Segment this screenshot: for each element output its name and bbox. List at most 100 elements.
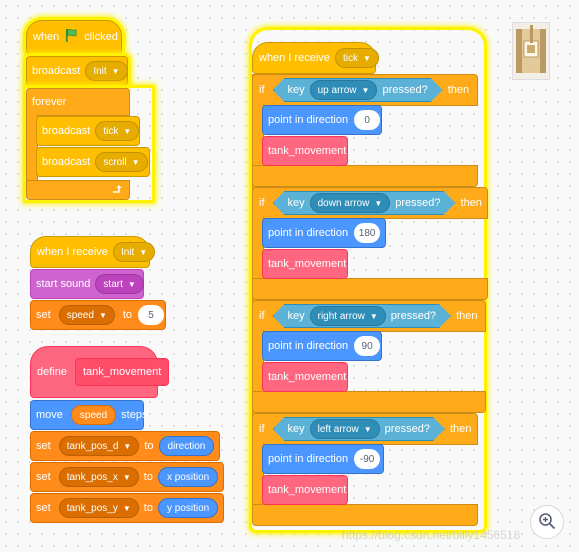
move-steps-block[interactable]: move speed steps xyxy=(30,400,147,430)
forever-footer[interactable] xyxy=(26,180,130,200)
variable-dropdown[interactable]: tank_pos_x ▼ xyxy=(58,467,139,487)
when-receive-hat[interactable]: when I receive Init ▼ xyxy=(30,236,156,268)
broadcast-init-block[interactable]: broadcast Init ▼ xyxy=(26,56,128,86)
if-header[interactable]: if key right arrow ▼ pressed? then xyxy=(252,300,486,332)
pressed-label: pressed? xyxy=(384,423,430,435)
procedure-call-label: tank_movement xyxy=(268,484,347,496)
message-dropdown[interactable]: Init ▼ xyxy=(112,242,156,262)
x-position-reporter[interactable]: x position xyxy=(157,467,219,487)
set-label: set xyxy=(36,440,51,452)
zoom-in-button[interactable] xyxy=(530,505,564,539)
point-label: point in direction xyxy=(268,227,349,239)
tank-movement-call-block[interactable]: tank_movement xyxy=(262,362,348,392)
dropdown-value: scroll xyxy=(103,156,127,168)
if-right-arrow-block[interactable]: if key right arrow ▼ pressed? then point… xyxy=(252,300,486,413)
then-label: then xyxy=(456,310,478,322)
tank-movement-call-block[interactable]: tank_movement xyxy=(262,475,348,505)
key-pressed-condition[interactable]: key down arrow ▼ pressed? xyxy=(273,191,456,215)
chevron-down-icon: ▼ xyxy=(361,85,370,95)
tank-movement-call-block[interactable]: tank_movement xyxy=(262,136,348,166)
when-flag-clicked-hat[interactable]: when clicked xyxy=(26,20,122,54)
set-tank-pos-y-block[interactable]: set tank_pos_y ▼ to y position xyxy=(30,493,224,523)
key-dropdown[interactable]: left arrow ▼ xyxy=(310,419,380,439)
set-tank-pos-x-block[interactable]: set tank_pos_x ▼ to x position xyxy=(30,462,224,492)
if-header[interactable]: if key down arrow ▼ pressed? then xyxy=(252,187,488,219)
then-label: then xyxy=(460,197,482,209)
if-header[interactable]: if key up arrow ▼ pressed? then xyxy=(252,74,478,106)
when-receive-hat[interactable]: when I receive tick ▼ xyxy=(252,42,379,74)
y-position-reporter[interactable]: y position xyxy=(157,498,219,518)
direction-input[interactable]: 0 xyxy=(354,110,381,130)
if-down-arrow-block[interactable]: if key down arrow ▼ pressed? then point … xyxy=(252,187,488,300)
to-label: to xyxy=(143,471,153,483)
message-dropdown[interactable]: tick ▼ xyxy=(334,48,379,68)
broadcast-message-dropdown[interactable]: tick ▼ xyxy=(95,121,140,141)
if-footer xyxy=(252,278,488,300)
start-sound-label: start sound xyxy=(36,278,91,290)
procedure-call-label: tank_movement xyxy=(268,145,347,157)
when-receive-label: when I receive xyxy=(259,52,330,64)
key-dropdown[interactable]: right arrow ▼ xyxy=(310,306,386,326)
speed-reporter[interactable]: speed xyxy=(70,405,117,425)
forever-block[interactable]: forever broadcast tick ▼ broadcast scrol… xyxy=(26,88,152,200)
set-label: set xyxy=(36,471,51,483)
define-hat[interactable]: define tank_movement xyxy=(30,346,170,398)
point-label: point in direction xyxy=(268,340,349,352)
direction-input[interactable]: 90 xyxy=(354,336,381,356)
if-header[interactable]: if key left arrow ▼ pressed? then xyxy=(252,413,478,445)
key-label: key xyxy=(287,84,305,96)
variable-dropdown[interactable]: tank_pos_y ▼ xyxy=(58,498,139,518)
move-label: move xyxy=(36,409,63,421)
when-label: when xyxy=(33,31,60,43)
dropdown-value: up arrow xyxy=(317,84,357,96)
key-dropdown[interactable]: up arrow ▼ xyxy=(310,80,378,100)
to-label: to xyxy=(122,309,133,321)
chevron-down-icon: ▼ xyxy=(98,310,107,320)
set-speed-block[interactable]: set speed ▼ to 5 xyxy=(30,300,166,330)
clicked-label: clicked xyxy=(84,31,118,43)
broadcast-message-dropdown[interactable]: Init ▼ xyxy=(85,61,128,81)
start-sound-block[interactable]: start sound start ▼ xyxy=(30,269,144,299)
forever-header[interactable]: forever xyxy=(26,88,130,116)
point-in-direction-block[interactable]: point in direction 0 xyxy=(262,105,382,135)
key-dropdown[interactable]: down arrow ▼ xyxy=(310,193,391,213)
if-up-arrow-block[interactable]: if key up arrow ▼ pressed? then point in… xyxy=(252,74,478,187)
key-label: key xyxy=(287,197,305,209)
dropdown-value: Init xyxy=(93,65,107,77)
point-in-direction-block[interactable]: point in direction -90 xyxy=(262,444,384,474)
point-label: point in direction xyxy=(268,453,349,465)
loop-arrow-icon xyxy=(111,183,123,198)
direction-input[interactable]: -90 xyxy=(354,449,381,469)
variable-dropdown[interactable]: tank_pos_d ▼ xyxy=(58,436,140,456)
point-in-direction-block[interactable]: point in direction 90 xyxy=(262,331,382,361)
dropdown-value: down arrow xyxy=(317,197,370,209)
procedure-prototype[interactable]: tank_movement xyxy=(74,358,170,386)
direction-reporter[interactable]: direction xyxy=(158,436,215,456)
sprite-thumbnail[interactable] xyxy=(512,22,550,80)
set-label: set xyxy=(36,309,51,321)
value-input[interactable]: 5 xyxy=(138,305,165,325)
set-label: set xyxy=(36,502,51,514)
set-tank-pos-d-block[interactable]: set tank_pos_d ▼ to direction xyxy=(30,431,220,461)
variable-dropdown[interactable]: speed ▼ xyxy=(58,305,115,325)
if-footer xyxy=(252,504,478,526)
if-left-arrow-block[interactable]: if key left arrow ▼ pressed? then point … xyxy=(252,413,478,526)
key-pressed-condition[interactable]: key left arrow ▼ pressed? xyxy=(273,417,445,441)
then-label: then xyxy=(449,423,472,435)
chevron-down-icon: ▼ xyxy=(122,503,131,513)
chevron-down-icon: ▼ xyxy=(139,247,148,257)
broadcast-scroll-block[interactable]: broadcast scroll ▼ xyxy=(36,147,150,177)
dropdown-value: tank_pos_y xyxy=(66,502,118,514)
broadcast-message-dropdown[interactable]: scroll ▼ xyxy=(95,152,148,172)
key-pressed-condition[interactable]: key up arrow ▼ pressed? xyxy=(273,78,443,102)
broadcast-tick-block[interactable]: broadcast tick ▼ xyxy=(36,116,140,146)
point-in-direction-block[interactable]: point in direction 180 xyxy=(262,218,386,248)
chevron-down-icon: ▼ xyxy=(369,311,378,321)
direction-input[interactable]: 180 xyxy=(354,223,381,243)
sound-dropdown[interactable]: start ▼ xyxy=(95,274,144,294)
chevron-down-icon: ▼ xyxy=(131,157,140,167)
watermark-text: https://blog.csdn.net/billy1456518 xyxy=(342,528,521,542)
procedure-name: tank_movement xyxy=(82,366,162,378)
tank-movement-call-block[interactable]: tank_movement xyxy=(262,249,348,279)
key-pressed-condition[interactable]: key right arrow ▼ pressed? xyxy=(273,304,452,328)
